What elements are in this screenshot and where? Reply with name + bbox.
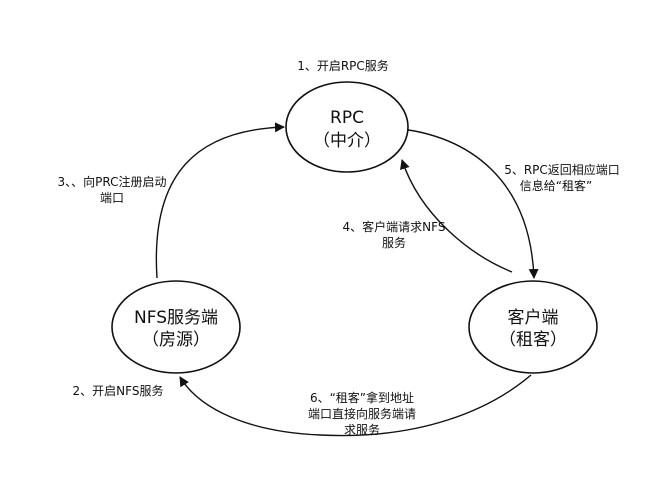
node-rpc-title: RPC — [330, 108, 364, 128]
step-6-label-line2: 端口直接向服务端请 — [308, 406, 416, 421]
step-3-label-line2: 端口 — [100, 191, 124, 205]
node-client-subtitle: （租客） — [499, 330, 567, 350]
step-2-label: 2、开启NFS服务 — [73, 383, 164, 398]
step-5-label-line2: 信息给“租客” — [520, 178, 592, 193]
step-4-label-line1: 4、客户端请求NFS — [343, 219, 446, 234]
node-nfs-server: NFS服务端 （房源） — [111, 280, 241, 374]
node-client: 客户端 （租客） — [468, 280, 598, 374]
node-rpc-subtitle: （中介） — [313, 131, 381, 151]
edge-nfs-register-to-rpc — [155, 122, 285, 279]
node-nfs-server-subtitle: （房源） — [142, 330, 210, 350]
step-4-label-line2: 服务 — [382, 235, 406, 250]
node-rpc: RPC （中介） — [285, 81, 409, 173]
step-6-label-line3: 求服务 — [344, 422, 380, 437]
node-nfs-server-title: NFS服务端 — [134, 308, 218, 328]
edge-client-request-to-rpc — [400, 159, 513, 273]
step-1-label: 1、开启RPC服务 — [297, 58, 389, 73]
edge-rpc-reply-to-client — [392, 127, 539, 279]
node-client-title: 客户端 — [508, 308, 559, 328]
step-3-label-line1: 3、、向PRC注册启动 — [58, 174, 167, 189]
step-5-label-line1: 5、RPC返回相应端口 — [504, 162, 620, 177]
step-6-label-line1: 6、“租客”拿到地址 — [310, 390, 414, 405]
edge-client-to-nfs-server — [179, 374, 532, 437]
